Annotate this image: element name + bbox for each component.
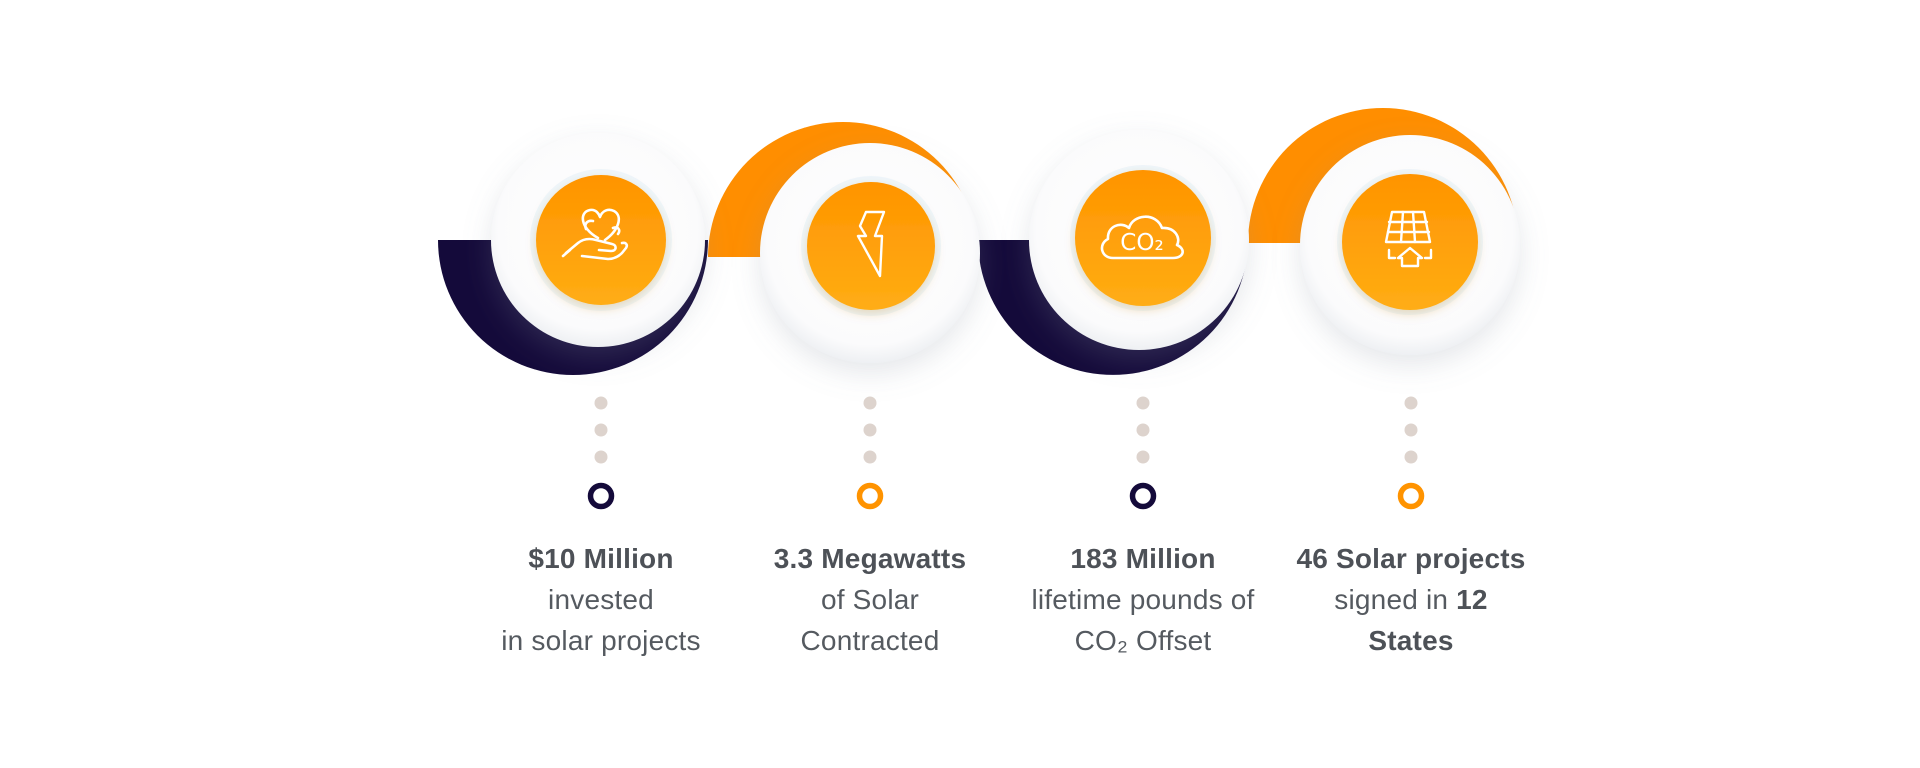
co2-icon-label: CO₂ xyxy=(1120,230,1163,256)
dot-connector-4 xyxy=(1404,396,1418,464)
stat-megawatts-line2: of Solar xyxy=(820,584,920,615)
lightning-bolt-icon xyxy=(856,210,886,278)
ring-marker-1 xyxy=(587,482,615,510)
orb-2 xyxy=(807,182,935,310)
stat-projects: 46 Solar projects signed in 12 States xyxy=(1266,538,1556,661)
stat-co2-line2: lifetime pounds of xyxy=(1031,584,1255,615)
stat-projects-state-count: 12 xyxy=(1456,584,1488,615)
stat-co2-headline: 183 Million xyxy=(1070,543,1216,574)
stat-invested-line3: in solar projects xyxy=(501,625,701,656)
stat-invested: $10 Million invested in solar projects xyxy=(456,538,746,661)
stat-megawatts-headline: 3.3 Megawatts xyxy=(773,543,967,574)
stat-projects-line3: States xyxy=(1368,625,1454,656)
stat-projects-line2: signed in 12 xyxy=(1266,579,1556,620)
stat-co2: 183 Million lifetime pounds of CO₂ Offse… xyxy=(998,538,1288,661)
co2-cloud-icon: CO₂ xyxy=(1100,215,1184,260)
stat-projects-headline: 46 Solar projects xyxy=(1296,543,1526,574)
ring-marker-3 xyxy=(1129,482,1157,510)
stat-co2-line3: CO₂ Offset xyxy=(1074,625,1212,656)
stat-megawatts-line3: Contracted xyxy=(800,625,940,656)
dot-connector-2 xyxy=(863,396,877,464)
orb-3 xyxy=(1075,170,1211,306)
stat-projects-line2-text: signed in xyxy=(1334,584,1457,615)
ring-marker-4 xyxy=(1397,482,1425,510)
dot-connector-3 xyxy=(1136,396,1150,464)
ring-marker-2 xyxy=(856,482,884,510)
stat-megawatts: 3.3 Megawatts of Solar Contracted xyxy=(725,538,1015,661)
stat-invested-line2: invested xyxy=(548,584,654,615)
heart-hand-icon xyxy=(561,208,629,261)
stat-invested-headline: $10 Million xyxy=(528,543,674,574)
dot-connector-1 xyxy=(594,396,608,464)
solar-panel-house-icon xyxy=(1384,210,1433,268)
